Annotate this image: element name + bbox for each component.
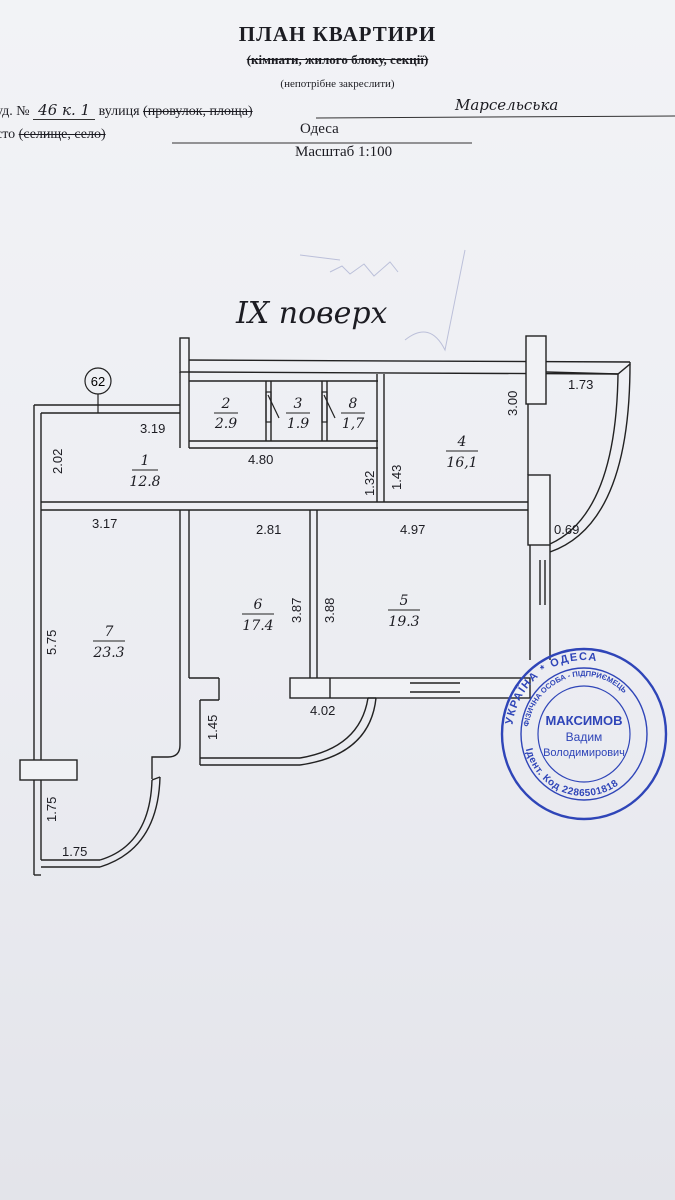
document-title: ПЛАН КВАРТИРИ bbox=[238, 22, 437, 46]
pencil-scribble bbox=[299, 249, 466, 352]
dim-4-97: 4.97 bbox=[400, 522, 425, 537]
stamp-first-name: Вадим bbox=[566, 730, 603, 744]
room-8-area: 1,7 bbox=[342, 416, 364, 432]
street-label: вулиця bbox=[98, 104, 140, 119]
dim-0-69: 0.69 bbox=[554, 522, 579, 537]
room-5-number: 5 bbox=[400, 593, 409, 609]
dim-2-81: 2.81 bbox=[256, 522, 281, 537]
street-value: Марсельська bbox=[455, 96, 559, 114]
seal-stamp: УКРАЇНА * ОДЕСА ФІЗИЧНА ОСОБА - ПІДПРИЄМ… bbox=[500, 647, 668, 821]
city-line: сто (селище, село) bbox=[0, 127, 106, 143]
room-3-area: 1.9 bbox=[287, 416, 309, 432]
room-6-number: 6 bbox=[254, 597, 263, 613]
dim-1-43: 1.43 bbox=[389, 465, 404, 490]
street-label-struck: (провулок, площа) bbox=[143, 104, 253, 119]
scale-text: Масштаб 1:100 bbox=[295, 144, 393, 160]
dim-3-88: 3.88 bbox=[322, 598, 337, 623]
dim-1-45: 1.45 bbox=[205, 715, 220, 740]
room-8-number: 8 bbox=[349, 396, 358, 412]
dim-3-00: 3.00 bbox=[505, 391, 520, 416]
dim-3-87: 3.87 bbox=[289, 598, 304, 623]
room-2-area: 2.9 bbox=[214, 416, 237, 432]
floor-label: IX поверх bbox=[236, 296, 388, 331]
strike-note: (непотрібне закреслити) bbox=[280, 78, 395, 90]
room-4-number: 4 bbox=[457, 434, 467, 450]
city-label: сто bbox=[0, 127, 16, 142]
stamp-patronymic: Володимирович bbox=[543, 747, 625, 759]
section-marker-label: 62 bbox=[91, 374, 105, 389]
dim-1-75-horizontal: 1.75 bbox=[62, 844, 87, 859]
room-4-area: 16,1 bbox=[446, 455, 477, 471]
room-1-area: 12.8 bbox=[129, 474, 160, 490]
room-6-area: 17.4 bbox=[242, 618, 273, 634]
dim-2-02: 2.02 bbox=[50, 449, 65, 474]
dim-3-19: 3.19 bbox=[140, 421, 165, 436]
address-line: уд. № 46 к. 1 вулиця (провулок, площа) bbox=[0, 101, 253, 120]
dim-4-80: 4.80 bbox=[248, 452, 273, 467]
dim-1-73: 1.73 bbox=[568, 377, 593, 392]
dim-1-75-vertical: 1.75 bbox=[44, 797, 59, 822]
building-label: уд. № bbox=[0, 104, 30, 119]
room-2-number: 2 bbox=[221, 396, 231, 412]
city-label-struck: (селище, село) bbox=[18, 127, 106, 142]
dim-1-32: 1.32 bbox=[362, 471, 377, 496]
room-5-area: 19.3 bbox=[388, 614, 419, 630]
room-1-number: 1 bbox=[141, 453, 150, 469]
stamp-surname: МАКСИМОВ bbox=[545, 713, 622, 728]
document-subtitle: (кімнати, жилого блоку, секції) bbox=[246, 52, 429, 67]
dim-5-75: 5.75 bbox=[44, 630, 59, 655]
building-number: 46 к. 1 bbox=[33, 101, 96, 120]
room-7-area: 23.3 bbox=[92, 645, 124, 661]
city-value: Одеса bbox=[300, 121, 339, 137]
dim-3-17: 3.17 bbox=[92, 516, 117, 531]
room-7-number: 7 bbox=[105, 624, 114, 640]
room-3-number: 3 bbox=[294, 396, 303, 412]
dim-4-02: 4.02 bbox=[310, 703, 335, 718]
